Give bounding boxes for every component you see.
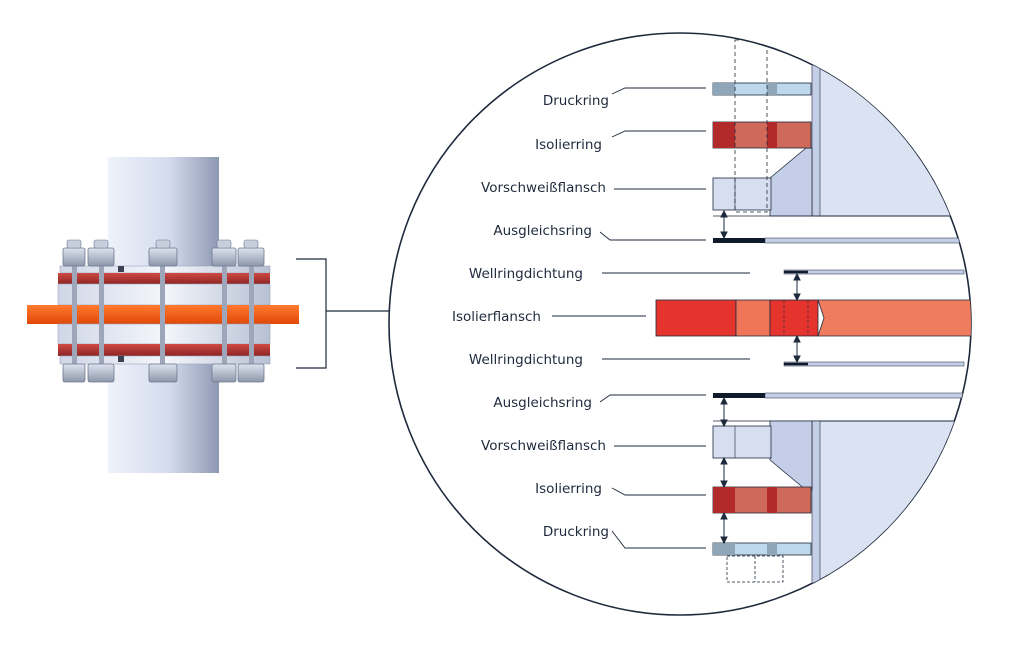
label-ausgleichsring-top: Ausgleichsring (493, 223, 592, 239)
detail-circle: Druckring Isolierring Vorschweißflansch … (388, 32, 972, 616)
label-ausgleichsring-bottom: Ausgleichsring (493, 395, 592, 411)
top-nuts (62, 247, 265, 267)
bottom-wellringdichtung-line (783, 361, 965, 367)
zoom-bracket (296, 258, 389, 369)
gap-arrows (720, 209, 801, 545)
label-isolierring-bottom: Isolierring (535, 481, 602, 497)
leader-lines (552, 87, 750, 549)
label-vorschweissflansch-bottom: Vorschweißflansch (481, 438, 606, 454)
bottom-ausgleichsring (713, 393, 765, 398)
label-isolierflansch: Isolierflansch (452, 309, 541, 325)
label-wellringdichtung-top: Wellringdichtung (469, 266, 583, 282)
top-wellringdichtung-line (783, 269, 965, 275)
label-druckring-bottom: Druckring (543, 524, 609, 540)
top-vorschweissflansch (712, 177, 772, 211)
bottom-vorschweissflansch-neck (813, 420, 961, 585)
top-ausgleichsring (713, 238, 765, 243)
label-isolierring-top: Isolierring (535, 137, 602, 153)
bottom-nuts (62, 363, 265, 383)
top-vorschweissflansch-neck (813, 63, 961, 217)
flange-assembly-illustration (27, 157, 299, 473)
label-vorschweissflansch-top: Vorschweißflansch (481, 180, 606, 196)
label-druckring-top: Druckring (543, 93, 609, 109)
isolierflansch-detail (655, 299, 971, 337)
label-wellringdichtung-bottom: Wellringdichtung (469, 352, 583, 368)
bottom-vorschweissflansch (712, 425, 772, 459)
